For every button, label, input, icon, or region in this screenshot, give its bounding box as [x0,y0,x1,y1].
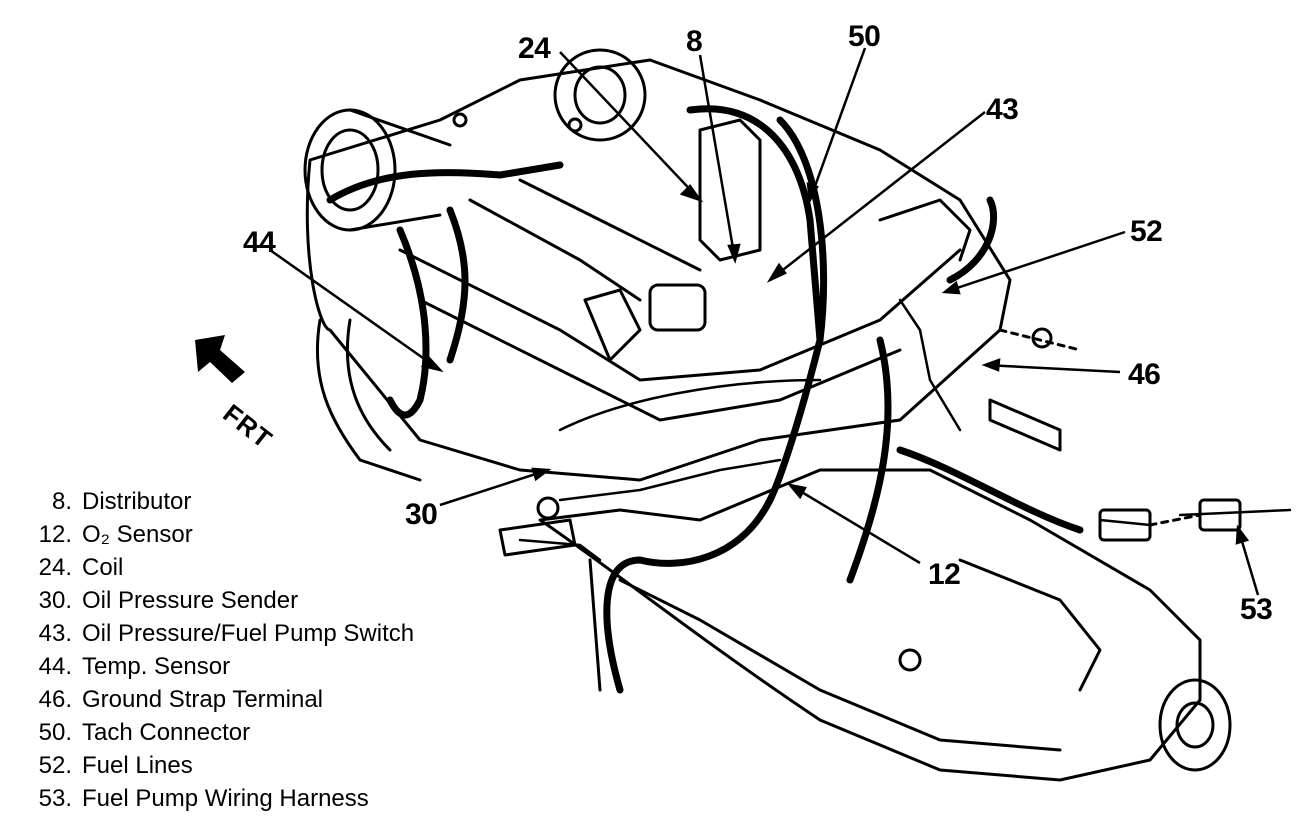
legend-text: Fuel Lines [82,752,193,779]
legend-item: 50. Tach Connector [18,716,414,749]
legend-number: 43. [38,620,72,647]
callout-30: 30 [405,498,438,531]
callout-12: 12 [928,558,961,591]
legend-item: 43. Oil Pressure/Fuel Pump Switch [18,617,414,650]
legend-item: 12. O₂ Sensor [18,518,414,551]
legend-number: 44. [38,653,72,680]
legend-item: 53. Fuel Pump Wiring Harness [18,782,414,815]
callout-46: 46 [1128,358,1161,391]
leader-line-50 [808,47,867,201]
legend-text: Ground Strap Terminal [82,686,324,713]
transmission-drawing [538,468,1232,782]
legend-number: 52. [38,752,72,779]
legend-number: 46. [38,686,72,713]
leader-line-30 [439,468,549,507]
legend-text: Tach Connector [82,719,251,746]
legend-text: Distributor [82,488,192,515]
legend-text: Fuel Pump Wiring Harness [82,785,369,812]
legend-number: 30. [38,587,72,614]
callout-53: 53 [1240,593,1273,626]
callout-44: 44 [243,226,276,259]
air-cleaner-drawing [303,48,647,232]
leader-line-8 [698,54,737,261]
ground-strap-bracket-drawing [988,327,1082,452]
legend-text: Oil Pressure Sender [82,587,299,614]
wiring-harness-drawing [326,105,1084,694]
legend-item: 24. Coil [18,551,414,584]
leader-line-24 [559,51,701,201]
engine-block-drawing [305,58,1012,482]
callout-24: 24 [518,32,551,65]
sender-bracket-drawing [498,496,577,557]
fuel-lines-drawing [518,298,1292,562]
callout-50: 50 [848,20,881,53]
parts-legend: 8. Distributor 12. O₂ Sensor 24. Coil 30. Oi… [18,485,414,815]
legend-text: Oil Pressure/Fuel Pump Switch [82,620,415,647]
leader-line-52 [944,230,1126,294]
legend-text: O₂ Sensor [82,521,193,548]
legend-number: 12. [38,521,72,548]
callout-43: 43 [986,93,1019,126]
legend-item: 52. Fuel Lines [18,749,414,782]
legend-item: 44. Temp. Sensor [18,650,414,683]
leader-line-12 [789,483,921,565]
callout-52: 52 [1130,215,1163,248]
legend-item: 30. Oil Pressure Sender [18,584,414,617]
legend-text: Coil [82,554,124,581]
callout-8: 8 [686,25,703,58]
legend-item: 8. Distributor [18,485,414,518]
legend-text: Temp. Sensor [82,653,231,680]
legend-number: 24. [38,554,72,581]
legend-number: 53. [38,785,72,812]
legend-number: 8. [51,488,72,515]
leader-line-46 [984,363,1121,374]
fuel-pump-connector-drawing [1098,498,1242,542]
leader-line-44 [269,248,441,372]
legend-number: 50. [38,719,72,746]
leader-line-43 [769,111,986,281]
legend-item: 46. Ground Strap Terminal [18,683,414,716]
front-direction-arrow-icon [195,335,245,383]
